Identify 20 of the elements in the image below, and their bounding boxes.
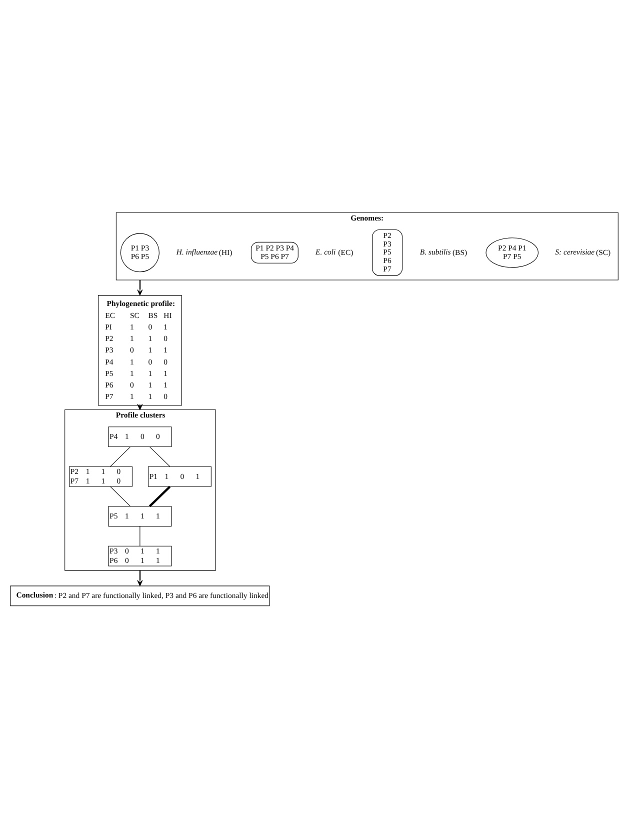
node-label: H. influenzae (HI): [176, 246, 232, 256]
node-label: B. subtilis (BS): [420, 246, 468, 256]
connector: [148, 485, 171, 507]
node-box: P4 1 0 0: [108, 426, 172, 447]
arrow: [137, 570, 143, 586]
node-circle: P1 P3 P6 P5: [120, 232, 160, 272]
connector: [149, 446, 170, 466]
node-box: P2 P3 P5 P6 P7: [372, 228, 402, 276]
node-box: P2 1 1 0 P7 1 1 0: [68, 466, 132, 486]
connector: [110, 446, 131, 466]
node-box: P5 1 1 1: [108, 506, 172, 526]
node-box: P1 1 0 1: [148, 466, 212, 486]
connector: [110, 486, 131, 506]
node-box: Conclusion: P2 and P7 are functionally linked, P3 and P6 are functionally linked: [10, 585, 270, 606]
arrow: [137, 279, 143, 296]
node-label: E. coli (EC): [316, 246, 354, 256]
node-box: P3 0 1 1 P6 0 1 1: [108, 545, 172, 566]
node-box: P1 P2 P3 P4 P5 P6 P7: [250, 241, 298, 263]
node-label: S: cerevisiae (SC): [555, 246, 611, 256]
node-ellipse: P2 P4 P1 P7 P5: [486, 237, 538, 268]
